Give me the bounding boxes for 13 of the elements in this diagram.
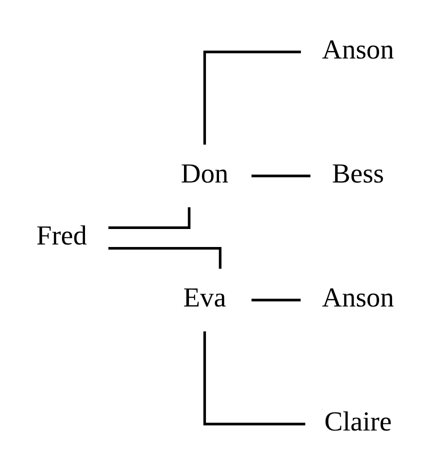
node-text: Anson — [322, 281, 394, 312]
node-text: Eva — [183, 281, 226, 312]
node-text: Fred — [36, 219, 87, 250]
connector — [252, 174, 310, 177]
connector — [108, 246, 222, 268]
node-text: Anson — [322, 32, 394, 64]
connector — [108, 206, 190, 228]
node-text: Bess — [332, 157, 384, 188]
connector — [203, 50, 301, 144]
connector — [203, 330, 306, 425]
node-text: Claire — [324, 405, 392, 436]
connector — [252, 298, 301, 301]
node-text: Don — [180, 157, 228, 188]
